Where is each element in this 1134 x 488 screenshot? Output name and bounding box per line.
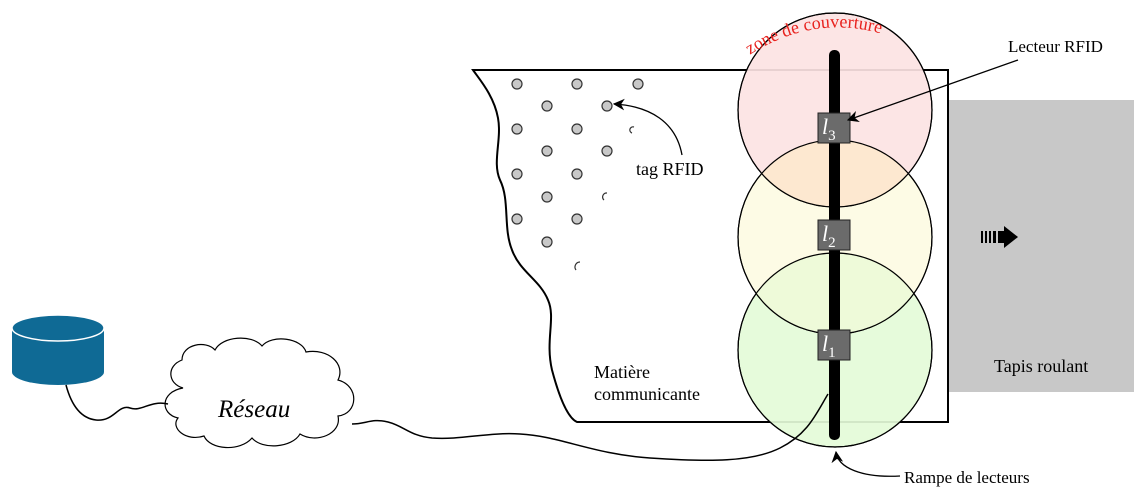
tag-pointer-arrow — [612, 98, 683, 156]
ramp-label: Rampe de lecteurs — [904, 468, 1030, 487]
rfid-tag — [571, 78, 583, 90]
rfid-tag — [511, 78, 523, 90]
conveyor-belt — [948, 100, 1134, 392]
rfid-tag — [601, 145, 613, 157]
ramp-pointer-arrow — [831, 450, 901, 477]
network-ramp-cable — [351, 393, 829, 462]
partial-tags — [574, 126, 635, 271]
rfid-tag — [601, 100, 613, 112]
tag-label: tag RFID — [636, 159, 704, 179]
reader-l3-label: l3 — [822, 114, 836, 144]
db-network-cable — [65, 384, 169, 421]
material-label: Matière communicante — [594, 362, 700, 404]
reader-l2: l2 — [817, 219, 851, 251]
conveyor-label: Tapis roulant — [994, 356, 1088, 376]
reader-l3: l3 — [817, 112, 851, 144]
cloud-icon — [164, 337, 355, 449]
reader-l1: l1 — [817, 329, 851, 361]
rfid-tag — [571, 123, 583, 135]
rfid-tag-partial — [629, 126, 635, 134]
rfid-tag — [511, 123, 523, 135]
reader-label: Lecteur RFID — [1008, 37, 1103, 56]
database-icon — [11, 314, 105, 385]
rfid-tag — [541, 100, 553, 112]
tag-grid — [511, 78, 644, 248]
network-label: Réseau — [217, 396, 290, 423]
rfid-tag — [571, 168, 583, 180]
reader-l1-label: l1 — [822, 331, 836, 361]
rfid-tag — [541, 145, 553, 157]
rfid-tag-partial — [574, 261, 581, 271]
rfid-tag — [571, 213, 583, 225]
overlap-middle-bottom — [738, 253, 932, 334]
direction-arrow-icon — [981, 226, 1018, 248]
rfid-tag — [511, 168, 523, 180]
reader-l2-label: l2 — [822, 221, 836, 251]
rfid-tag — [541, 191, 553, 203]
overlap-top-middle — [738, 140, 932, 207]
rfid-tag-partial — [602, 192, 608, 201]
rfid-tag — [511, 213, 523, 225]
reader-pointer-arrow — [846, 59, 1019, 123]
rfid-tag — [541, 236, 553, 248]
rfid-tag — [632, 78, 644, 90]
